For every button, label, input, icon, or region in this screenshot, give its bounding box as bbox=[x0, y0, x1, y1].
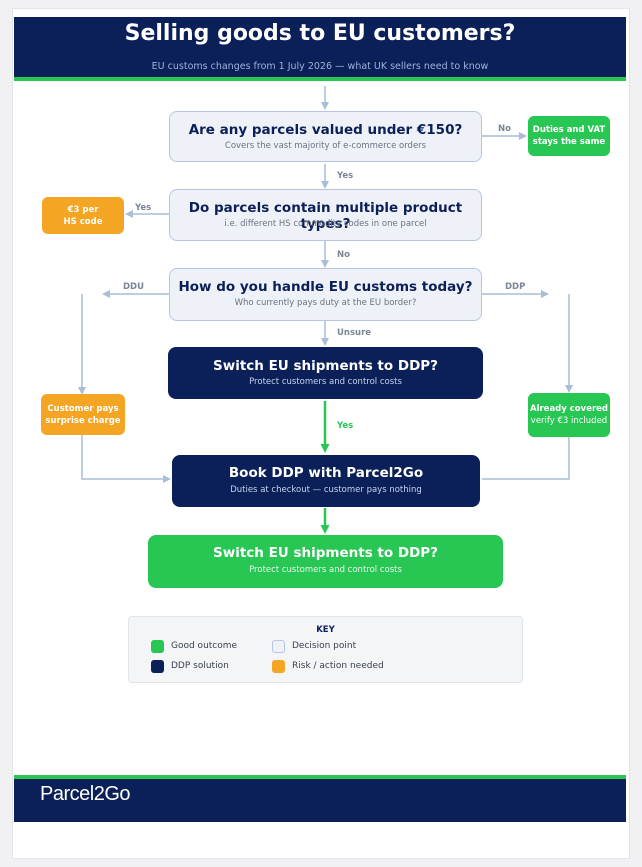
outcome-line: stays the same bbox=[532, 137, 606, 147]
decision-subtitle: i.e. different HS commodity codes in one… bbox=[224, 219, 427, 229]
outcome-line: €3 per bbox=[67, 204, 99, 215]
decision-title: How do you handle EU customs today? bbox=[178, 279, 473, 295]
decision-subtitle: Covers the vast majority of e-commerce o… bbox=[224, 141, 427, 151]
header-banner bbox=[14, 17, 626, 77]
decision-subtitle: Who currently pays duty at the EU border… bbox=[234, 298, 417, 308]
final-subtitle: Protect customers and control costs bbox=[249, 565, 402, 575]
edge-label-ddu: DDU bbox=[123, 282, 145, 292]
page-title: Selling goods to EU customers? bbox=[124, 21, 516, 46]
footer-accent-stripe bbox=[14, 775, 626, 779]
edge-label-yes: Yes bbox=[135, 203, 152, 213]
final-title: Switch EU shipments to DDP? bbox=[213, 545, 438, 561]
outcome-line: HS code bbox=[63, 216, 103, 227]
solution-subtitle: Protect customers and control costs bbox=[249, 377, 402, 387]
decision-title: Are any parcels valued under €150? bbox=[188, 122, 463, 138]
legend-title: KEY bbox=[316, 625, 335, 635]
decision-under-150: Are any parcels valued under €150? Cover… bbox=[169, 111, 482, 162]
page-subtitle: EU customs changes from 1 July 2026 — wh… bbox=[151, 61, 489, 72]
legend-swatch-good bbox=[151, 640, 164, 653]
solution-title: Book DDP with Parcel2Go bbox=[228, 465, 424, 481]
legend-label-good: Good outcome bbox=[171, 641, 238, 651]
final-outcome-switch-ddp: Switch EU shipments to DDP? Protect cust… bbox=[148, 535, 503, 588]
outcome-line: Duties and VAT bbox=[532, 125, 606, 135]
outcome-already-covered: Already covered verify €3 included bbox=[528, 393, 610, 437]
edge-label-yes: Yes bbox=[337, 421, 354, 431]
legend-key: KEY Good outcome Decision point DDP solu… bbox=[128, 616, 523, 683]
decision-multiple-product-types: Do parcels contain multiple product type… bbox=[169, 189, 482, 241]
outcome-line: Already covered bbox=[530, 404, 608, 414]
outcome-line: verify €3 included bbox=[530, 416, 608, 426]
solution-title: Switch EU shipments to DDP? bbox=[213, 358, 438, 374]
edge-label-no: No bbox=[337, 250, 350, 260]
legend-label-risk: Risk / action needed bbox=[292, 661, 384, 671]
edge-label-no: No bbox=[498, 124, 511, 134]
decision-customs-today: How do you handle EU customs today? Who … bbox=[169, 268, 482, 321]
solution-switch-ddp: Switch EU shipments to DDP? Protect cust… bbox=[168, 347, 483, 399]
solution-book-ddp: Book DDP with Parcel2Go Duties at checko… bbox=[172, 455, 480, 507]
legend-swatch-decision bbox=[272, 640, 285, 653]
outcome-line: surprise charge bbox=[45, 415, 121, 426]
connector-covered-book bbox=[482, 437, 570, 480]
outcome-hs-code-fee: €3 per HS code bbox=[42, 197, 124, 234]
edge-label-yes: Yes bbox=[337, 171, 354, 181]
solution-subtitle: Duties at checkout — customer pays nothi… bbox=[230, 485, 422, 495]
outcome-line: Customer pays bbox=[47, 403, 119, 414]
decision-title: Do parcels contain multiple product type… bbox=[188, 200, 463, 232]
legend-label-ddp: DDP solution bbox=[171, 661, 229, 671]
header-accent-stripe bbox=[14, 77, 626, 81]
connector-surprise-book bbox=[81, 435, 171, 483]
footer-banner bbox=[14, 779, 626, 822]
edge-label-ddp: DDP bbox=[505, 282, 526, 292]
legend-label-decision: Decision point bbox=[292, 641, 357, 651]
legend-swatch-ddp bbox=[151, 660, 164, 673]
outcome-surprise-charge: Customer pays surprise charge bbox=[41, 394, 125, 435]
legend-swatch-risk bbox=[272, 660, 285, 673]
parcel2go-logo: Parcel2Go bbox=[40, 783, 131, 805]
edge-label-unsure: Unsure bbox=[337, 328, 372, 338]
outcome-duties-same: Duties and VAT stays the same bbox=[528, 116, 610, 156]
